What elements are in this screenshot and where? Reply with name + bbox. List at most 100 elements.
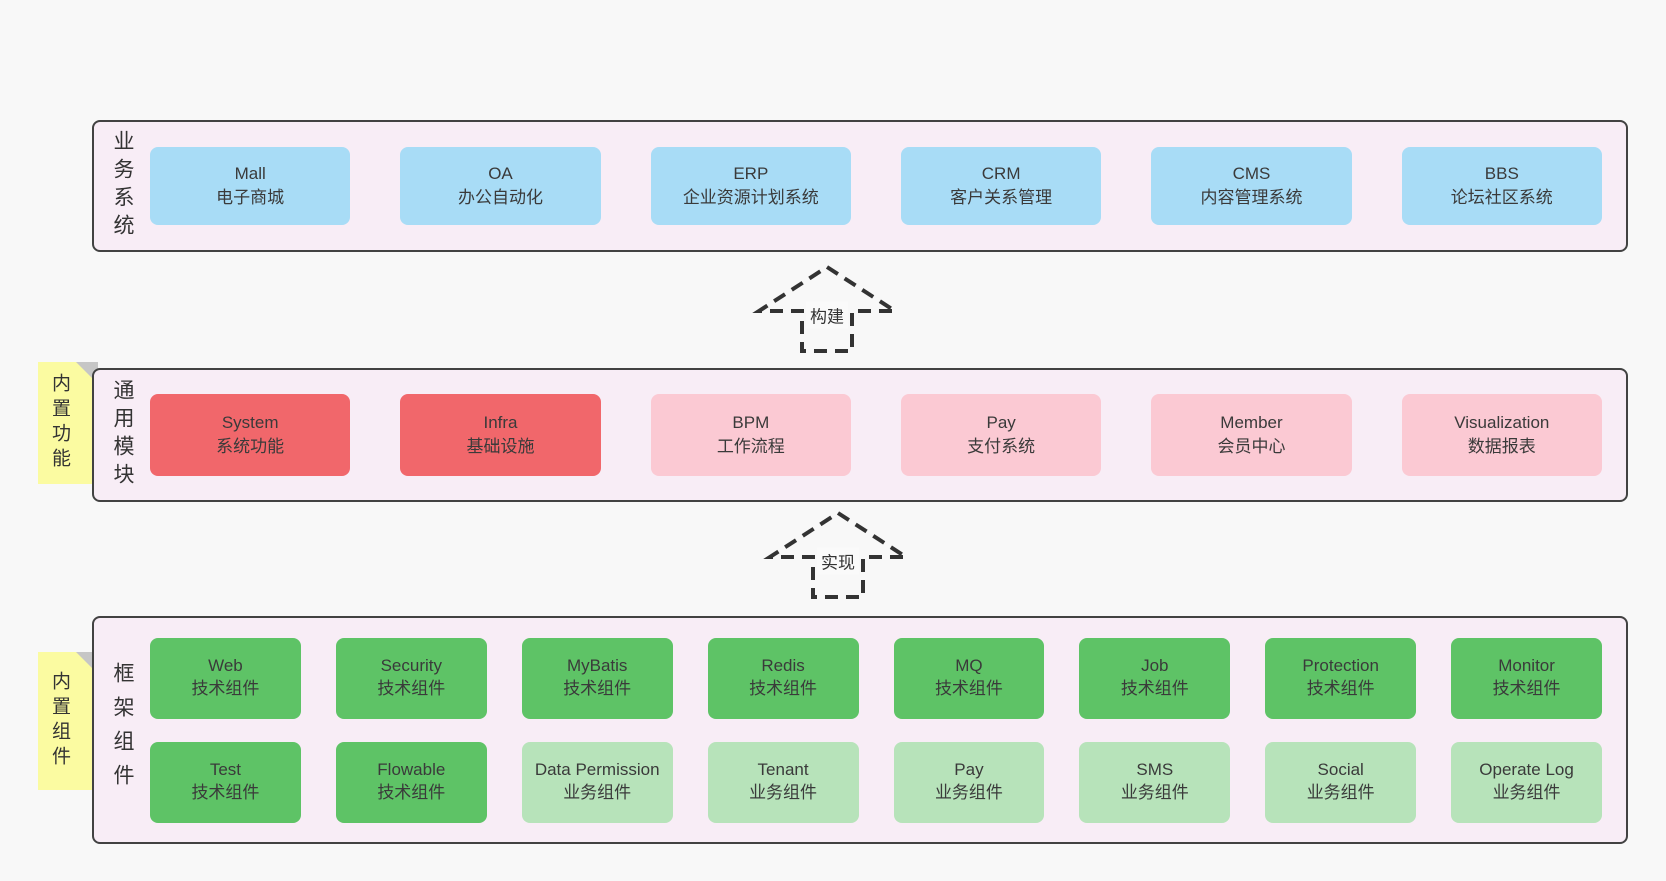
module-box-infra: Infra 基础设施: [400, 394, 601, 476]
component-box-mq: MQ 技术组件: [893, 637, 1045, 719]
box-title: Web: [208, 656, 243, 676]
arrow-label: 实现: [817, 547, 859, 575]
component-row-1: Web 技术组件 Security 技术组件 MyBatis 技术组件 Redi…: [150, 637, 1602, 719]
component-box-redis: Redis 技术组件: [707, 637, 859, 719]
box-title: System: [221, 413, 279, 433]
box-subtitle: 业务组件: [1492, 783, 1561, 802]
system-box-mall: Mall 电子商城: [150, 147, 351, 225]
system-box-oa: OA 办公自动化: [400, 147, 601, 225]
component-box-job: Job 技术组件: [1079, 637, 1231, 719]
component-box-flowable: Flowable 技术组件: [335, 741, 487, 823]
dashed-up-arrow-icon: [763, 510, 913, 599]
box-subtitle: 技术组件: [1492, 679, 1561, 698]
box-title: BPM: [732, 413, 770, 433]
band-business-systems: 业务系统 Mall 电子商城 OA 办公自动化 ERP 企业资源计划系统 CRM…: [92, 120, 1628, 252]
component-box-social: Social 业务组件: [1265, 741, 1417, 823]
box-title: Operate Log: [1479, 760, 1574, 780]
component-box-security: Security 技术组件: [335, 637, 487, 719]
sticky-note-built-in-components: 内置组件: [38, 652, 98, 790]
box-subtitle: 技术组件: [563, 679, 632, 698]
box-title: CRM: [981, 164, 1021, 184]
arrow-implement: 实现: [763, 508, 913, 602]
system-box-bbs: BBS 论坛社区系统: [1401, 147, 1602, 225]
box-title: Visualization: [1454, 413, 1550, 433]
sticky-note-label: 内置功能: [49, 373, 70, 473]
box-title: Monitor: [1498, 656, 1555, 676]
box-subtitle: 技术组件: [377, 783, 446, 802]
box-title: Data Permission: [534, 760, 660, 780]
box-title: Social: [1317, 760, 1364, 780]
box-subtitle: 工作流程: [716, 437, 785, 456]
band-business-systems-content: Mall 电子商城 OA 办公自动化 ERP 企业资源计划系统 CRM 客户关系…: [150, 122, 1602, 250]
component-box-operate-log: Operate Log 业务组件: [1451, 741, 1602, 823]
box-subtitle: 业务组件: [749, 783, 818, 802]
box-title: OA: [488, 164, 513, 184]
box-title: Mall: [234, 164, 266, 184]
band-common-modules-content: System 系统功能 Infra 基础设施 BPM 工作流程 Pay 支付系统…: [150, 370, 1602, 500]
box-subtitle: 技术组件: [1306, 679, 1375, 698]
box-subtitle: 技术组件: [377, 679, 446, 698]
box-subtitle: 系统功能: [216, 437, 285, 456]
sticky-note-built-in-features: 内置功能: [38, 362, 98, 484]
component-row-2: Test 技术组件 Flowable 技术组件 Data Permission …: [150, 741, 1602, 823]
box-subtitle: 技术组件: [934, 679, 1003, 698]
box-title: Job: [1141, 656, 1169, 676]
box-title: CMS: [1232, 164, 1271, 184]
band-label-framework-components: 框架组件: [111, 662, 134, 798]
box-subtitle: 电子商城: [216, 188, 285, 207]
box-title: Infra: [483, 413, 518, 433]
component-box-web: Web 技术组件: [150, 637, 301, 719]
box-subtitle: 办公自动化: [457, 188, 543, 207]
component-box-data-permission: Data Permission 业务组件: [521, 741, 673, 823]
box-subtitle: 业务组件: [563, 783, 632, 802]
box-subtitle: 技术组件: [191, 783, 260, 802]
box-subtitle: 数据报表: [1467, 437, 1536, 456]
component-box-test: Test 技术组件: [150, 741, 301, 823]
box-title: Flowable: [377, 760, 446, 780]
system-box-crm: CRM 客户关系管理: [900, 147, 1102, 225]
box-title: BBS: [1484, 164, 1519, 184]
arrow-label: 构建: [806, 301, 848, 329]
band-framework-components: 框架组件 Web 技术组件 Security 技术组件 MyBatis 技术组件…: [92, 616, 1628, 844]
band-common-modules: 通用模块 System 系统功能 Infra 基础设施 BPM 工作流程 Pay…: [92, 368, 1628, 502]
box-title: Security: [380, 656, 443, 676]
box-subtitle: 企业资源计划系统: [682, 188, 819, 207]
dashed-up-arrow-icon: [752, 264, 902, 353]
box-subtitle: 会员中心: [1217, 437, 1286, 456]
arrow-build: 构建: [752, 262, 902, 356]
box-title: MyBatis: [566, 656, 628, 676]
module-box-visualization: Visualization 数据报表: [1401, 394, 1602, 476]
box-title: Tenant: [757, 760, 809, 780]
component-box-mybatis: MyBatis 技术组件: [521, 637, 673, 719]
box-subtitle: 客户关系管理: [950, 188, 1053, 207]
component-box-monitor: Monitor 技术组件: [1451, 637, 1602, 719]
box-title: Pay: [954, 760, 984, 780]
box-title: Member: [1220, 413, 1283, 433]
box-title: Protection: [1302, 656, 1379, 676]
box-title: Pay: [986, 413, 1016, 433]
box-title: ERP: [733, 164, 769, 184]
component-box-tenant: Tenant 业务组件: [707, 741, 859, 823]
box-title: MQ: [955, 656, 983, 676]
box-title: Redis: [761, 656, 805, 676]
band-label-common-modules: 通用模块: [111, 379, 134, 491]
module-box-system: System 系统功能: [150, 394, 351, 476]
box-subtitle: 业务组件: [1306, 783, 1375, 802]
box-subtitle: 技术组件: [191, 679, 260, 698]
module-box-bpm: BPM 工作流程: [650, 394, 851, 476]
system-box-erp: ERP 企业资源计划系统: [650, 147, 851, 225]
box-subtitle: 支付系统: [967, 437, 1036, 456]
box-subtitle: 论坛社区系统: [1450, 188, 1553, 207]
band-label-business-systems: 业务系统: [111, 130, 134, 242]
box-subtitle: 技术组件: [1120, 679, 1189, 698]
band-framework-components-content: Web 技术组件 Security 技术组件 MyBatis 技术组件 Redi…: [150, 618, 1602, 842]
component-box-pay: Pay 业务组件: [893, 741, 1045, 823]
box-title: Test: [209, 760, 242, 780]
component-box-protection: Protection 技术组件: [1265, 637, 1417, 719]
sticky-note-label: 内置组件: [49, 671, 70, 771]
box-title: SMS: [1136, 760, 1174, 780]
box-subtitle: 内容管理系统: [1200, 188, 1303, 207]
box-subtitle: 技术组件: [749, 679, 818, 698]
module-box-pay: Pay 支付系统: [900, 394, 1102, 476]
